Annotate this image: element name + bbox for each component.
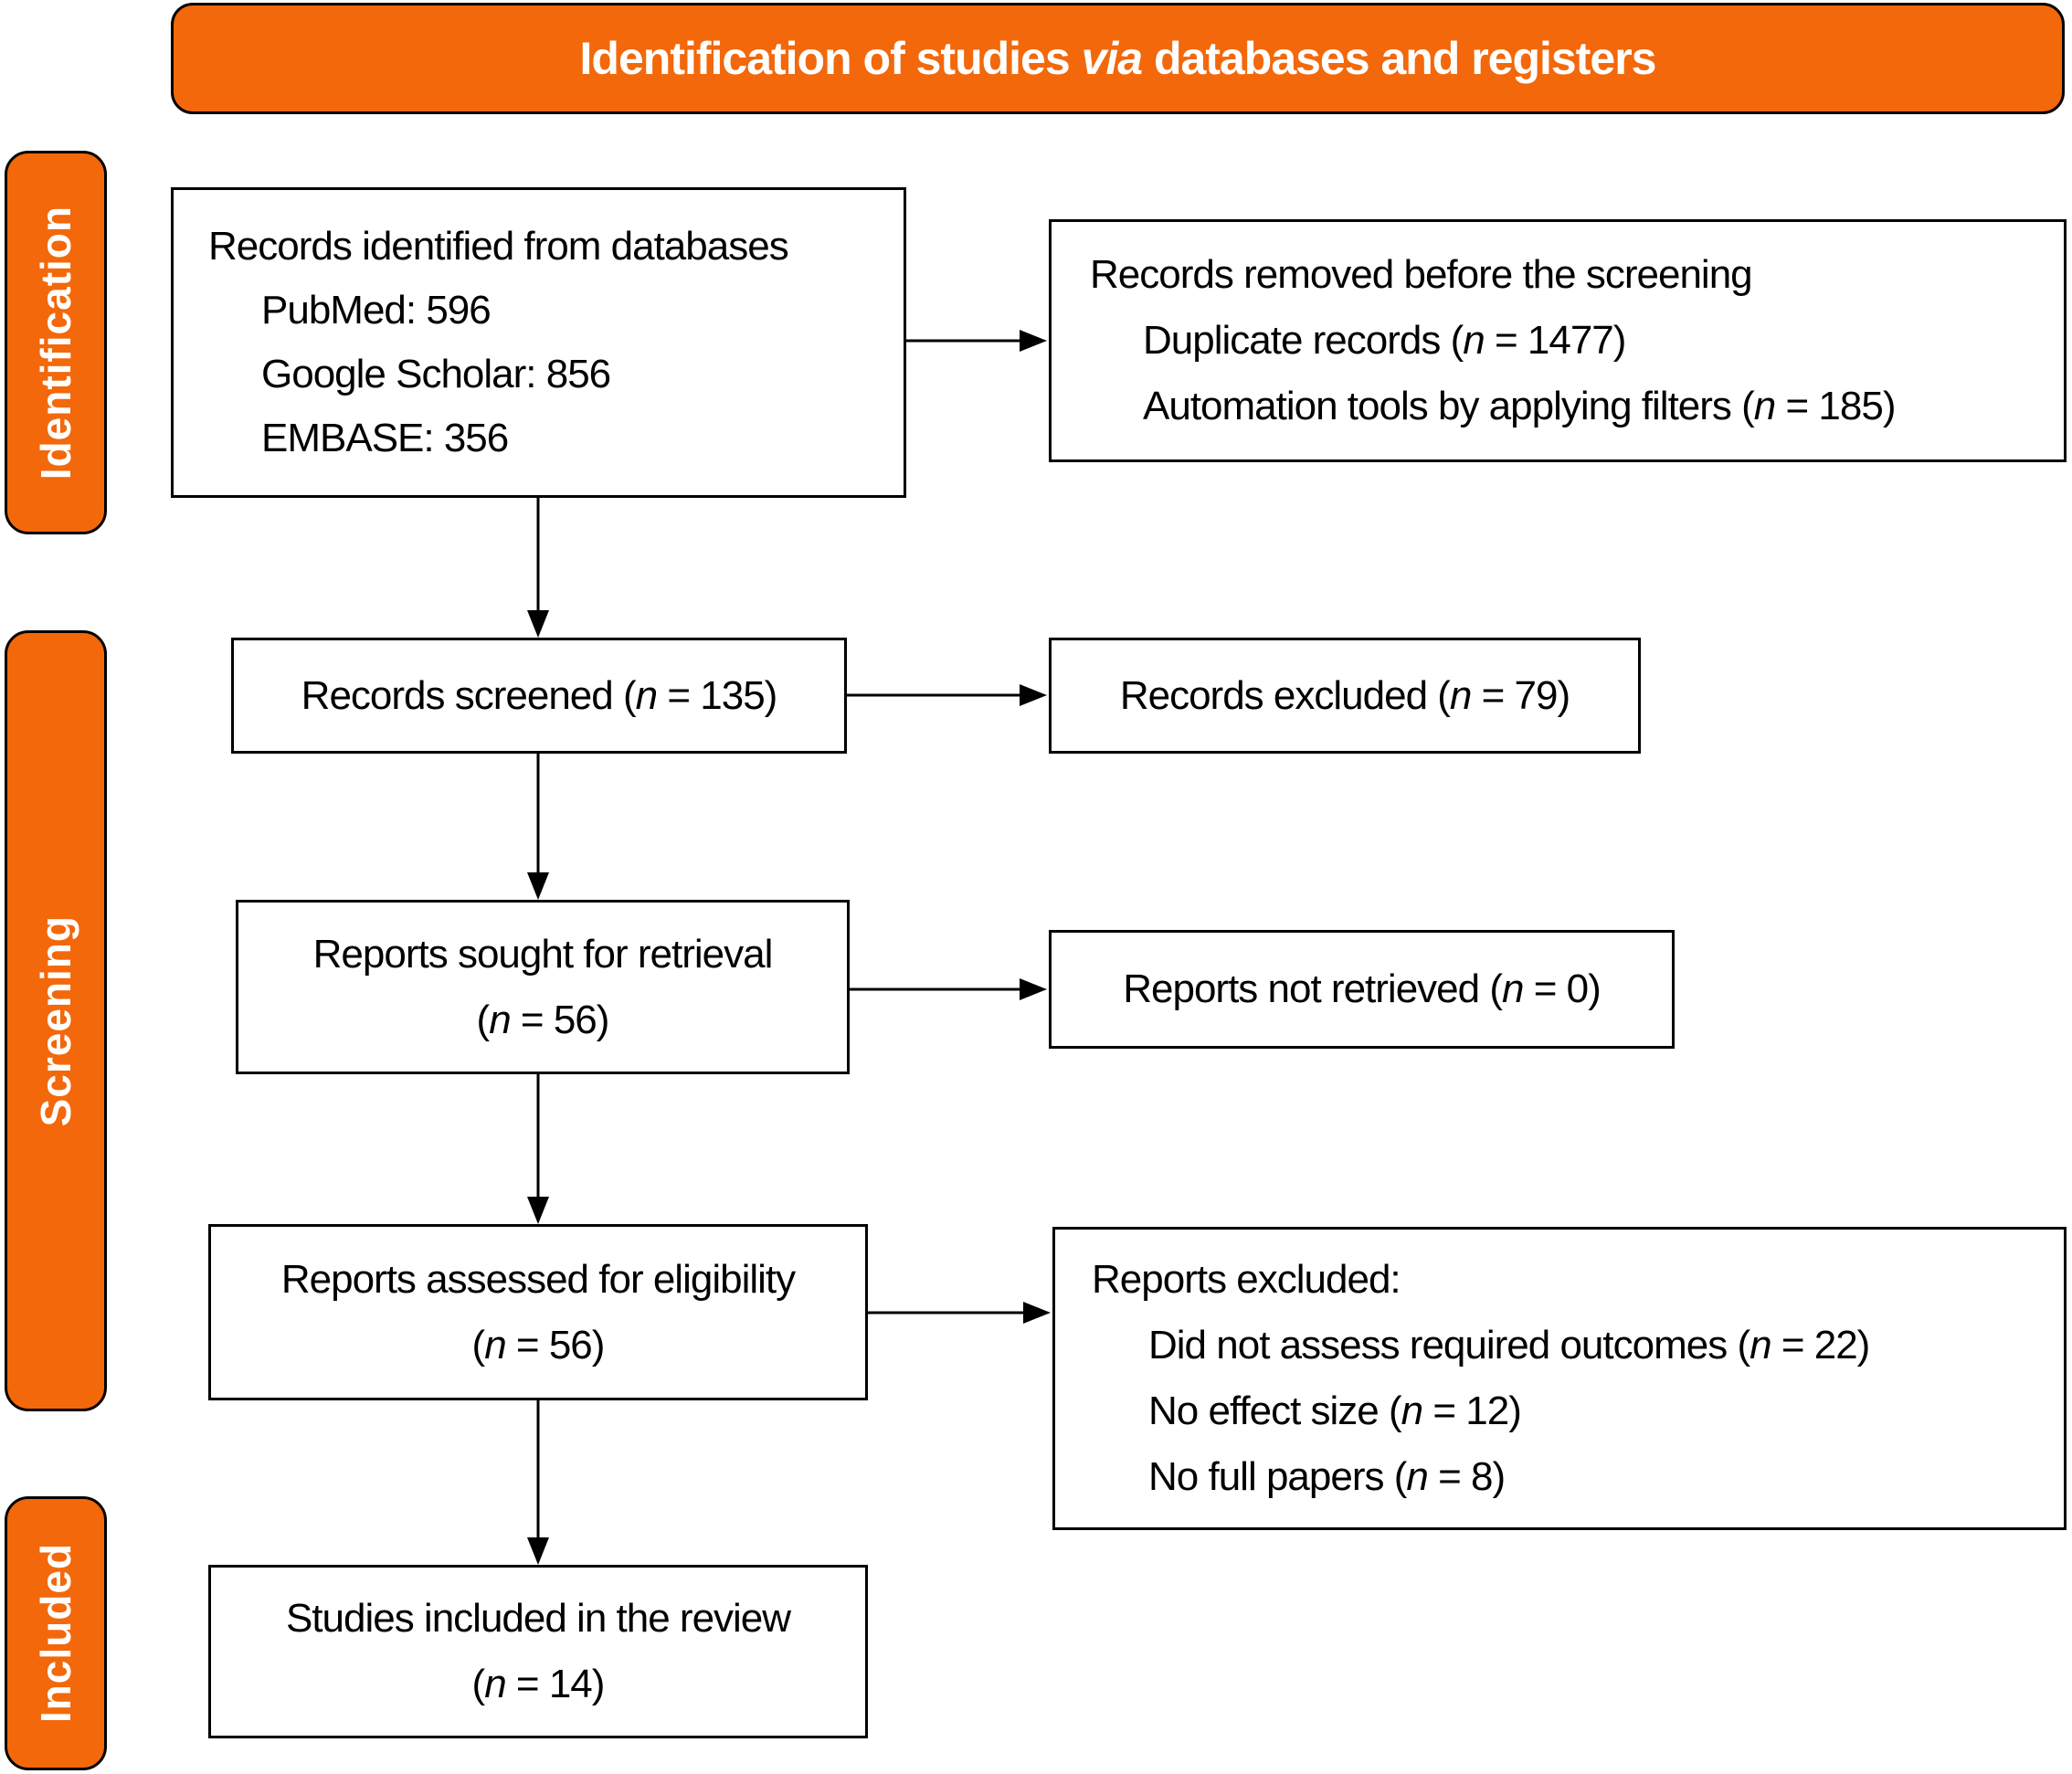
box-line: Records identified from databases [208, 224, 789, 269]
box-line: Automation tools by applying filters (n … [1143, 384, 1897, 428]
box-line: Reports excluded: [1092, 1257, 1401, 1302]
box-reports-assessed: Reports assessed for eligibility (n = 56… [208, 1224, 868, 1400]
arrow-identified-down-to-screened [527, 498, 549, 638]
box-studies-included: Studies included in the review (n = 14) [208, 1565, 868, 1738]
box-line: No effect size (n = 12) [1148, 1389, 1522, 1433]
box-line: No full papers (n = 8) [1148, 1454, 1506, 1499]
box-reports-sought: Reports sought for retrieval (n = 56) [236, 900, 850, 1074]
stage-label-identification-text: Identification [32, 205, 79, 480]
box-line: EMBASE: 356 [261, 416, 509, 460]
box-line: PubMed: 596 [261, 288, 492, 333]
stage-label-identification: Identification [5, 151, 107, 534]
box-reports-excluded: Reports excluded: Did not assess require… [1052, 1227, 2067, 1530]
box-line: Records removed before the screening [1090, 252, 1753, 297]
stage-label-included: Included [5, 1496, 107, 1770]
box-line: (n = 56) [471, 1322, 606, 1367]
arrow-sought-to-not-retrieved [850, 978, 1047, 1000]
arrow-screened-to-excluded [847, 684, 1047, 706]
header-banner: Identification of studies via databases … [171, 3, 2065, 114]
box-line: Did not assess required outcomes (n = 22… [1148, 1323, 1870, 1367]
box-line: Duplicate records (n = 1477) [1143, 318, 1626, 363]
box-line: Studies included in the review [285, 1596, 791, 1641]
box-line: Reports not retrieved (n = 0) [1123, 966, 1602, 1011]
box-line: Records screened (n = 135) [301, 672, 778, 718]
box-records-removed: Records removed before the screening Dup… [1049, 219, 2067, 462]
box-records-excluded: Records excluded (n = 79) [1049, 638, 1641, 754]
stage-label-screening-text: Screening [32, 914, 79, 1127]
arrow-assessed-down-to-included [527, 1400, 549, 1565]
arrow-assessed-to-reports-excluded [868, 1302, 1051, 1324]
box-line: Reports sought for retrieval [312, 931, 774, 977]
box-line: Google Scholar: 856 [261, 352, 611, 396]
box-line: (n = 14) [471, 1662, 606, 1706]
stage-label-screening: Screening [5, 630, 107, 1411]
box-records-screened: Records screened (n = 135) [231, 638, 847, 754]
arrow-identified-to-removed [906, 330, 1047, 352]
box-line: (n = 56) [476, 997, 610, 1042]
arrow-screened-down-to-sought [527, 754, 549, 900]
stage-label-included-text: Included [32, 1543, 79, 1724]
header-title: Identification of studies via databases … [579, 33, 1657, 84]
arrow-sought-down-to-assessed [527, 1074, 549, 1224]
box-reports-not-retrieved: Reports not retrieved (n = 0) [1049, 930, 1675, 1049]
box-records-identified: Records identified from databases PubMed… [171, 187, 906, 498]
box-line: Records excluded (n = 79) [1119, 672, 1570, 718]
box-line: Reports assessed for eligibility [280, 1256, 796, 1302]
